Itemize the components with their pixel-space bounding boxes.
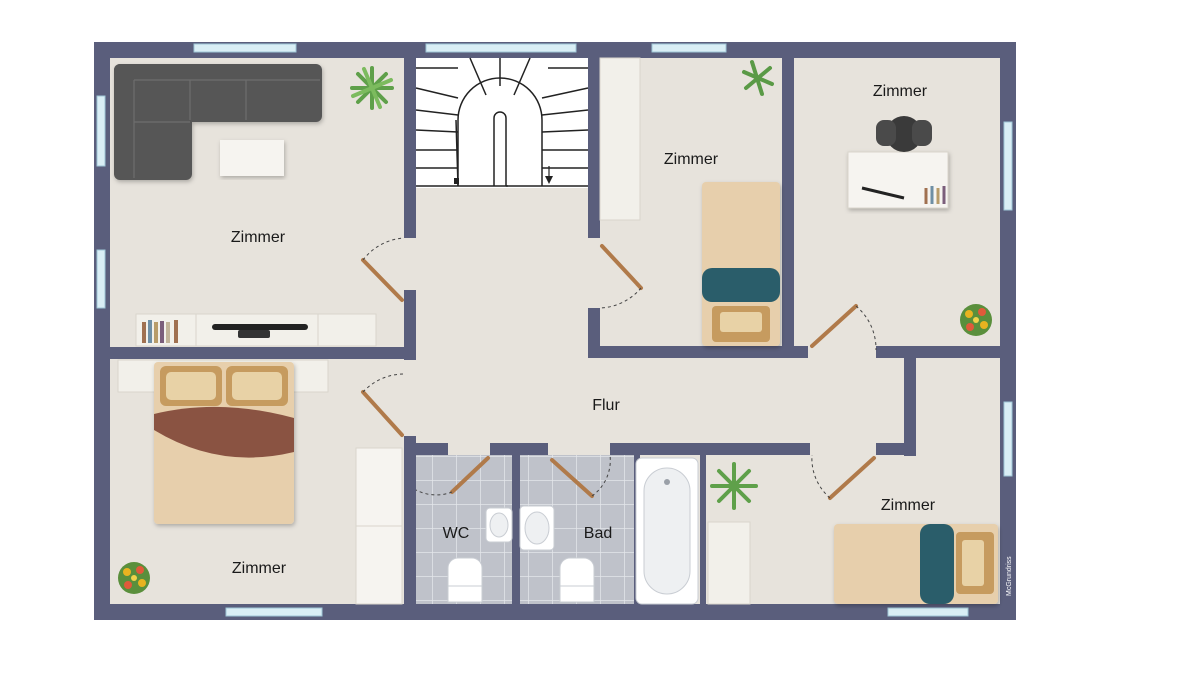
room-label-living: Zimmer [231,229,286,246]
door-living[interactable] [361,258,404,302]
door-office[interactable] [810,304,858,348]
sofa [114,64,322,180]
room-label-bedroom-single: Zimmer [881,497,936,514]
windows [96,43,1013,617]
toilet-icon [559,557,595,603]
door-middle-room[interactable] [600,244,643,290]
room-label-bedroom-double: Zimmer [232,560,287,577]
double-bed [154,362,294,524]
door-bedroom-double[interactable] [361,390,404,437]
desk [847,151,949,209]
bath-washbasin [519,505,555,551]
flower-pot-icon [118,562,150,594]
plant-icon [710,462,758,510]
room-label-middle: Zimmer [664,151,719,168]
plant-icon [350,66,394,110]
shelf [707,521,751,605]
toilet-icon [447,557,483,603]
door-wc[interactable] [450,456,490,494]
doors[interactable] [361,244,876,500]
bathtub [635,457,699,605]
room-label-wc: WC [443,525,470,542]
room-label-office: Zimmer [873,83,928,100]
door-bath[interactable] [550,458,594,498]
wc-washbasin [485,507,513,543]
single-bed-middle [702,182,780,346]
single-bed-bottom [834,524,998,604]
room-label-bath: Bad [584,525,612,542]
interior-walls [110,58,1000,604]
brand-mark: McGrundriss [1006,556,1013,596]
office-chair-icon [876,116,932,152]
door-swings [362,237,877,499]
middle-wardrobe [599,57,641,221]
flower-pot-icon [960,304,992,336]
staircase [415,57,589,188]
wardrobe [355,447,403,605]
tv [212,324,308,338]
plant-icon [742,60,774,96]
room-label-hallway: Flur [592,397,620,414]
door-bedroom-single[interactable] [828,456,876,500]
coffee-table [220,140,284,176]
